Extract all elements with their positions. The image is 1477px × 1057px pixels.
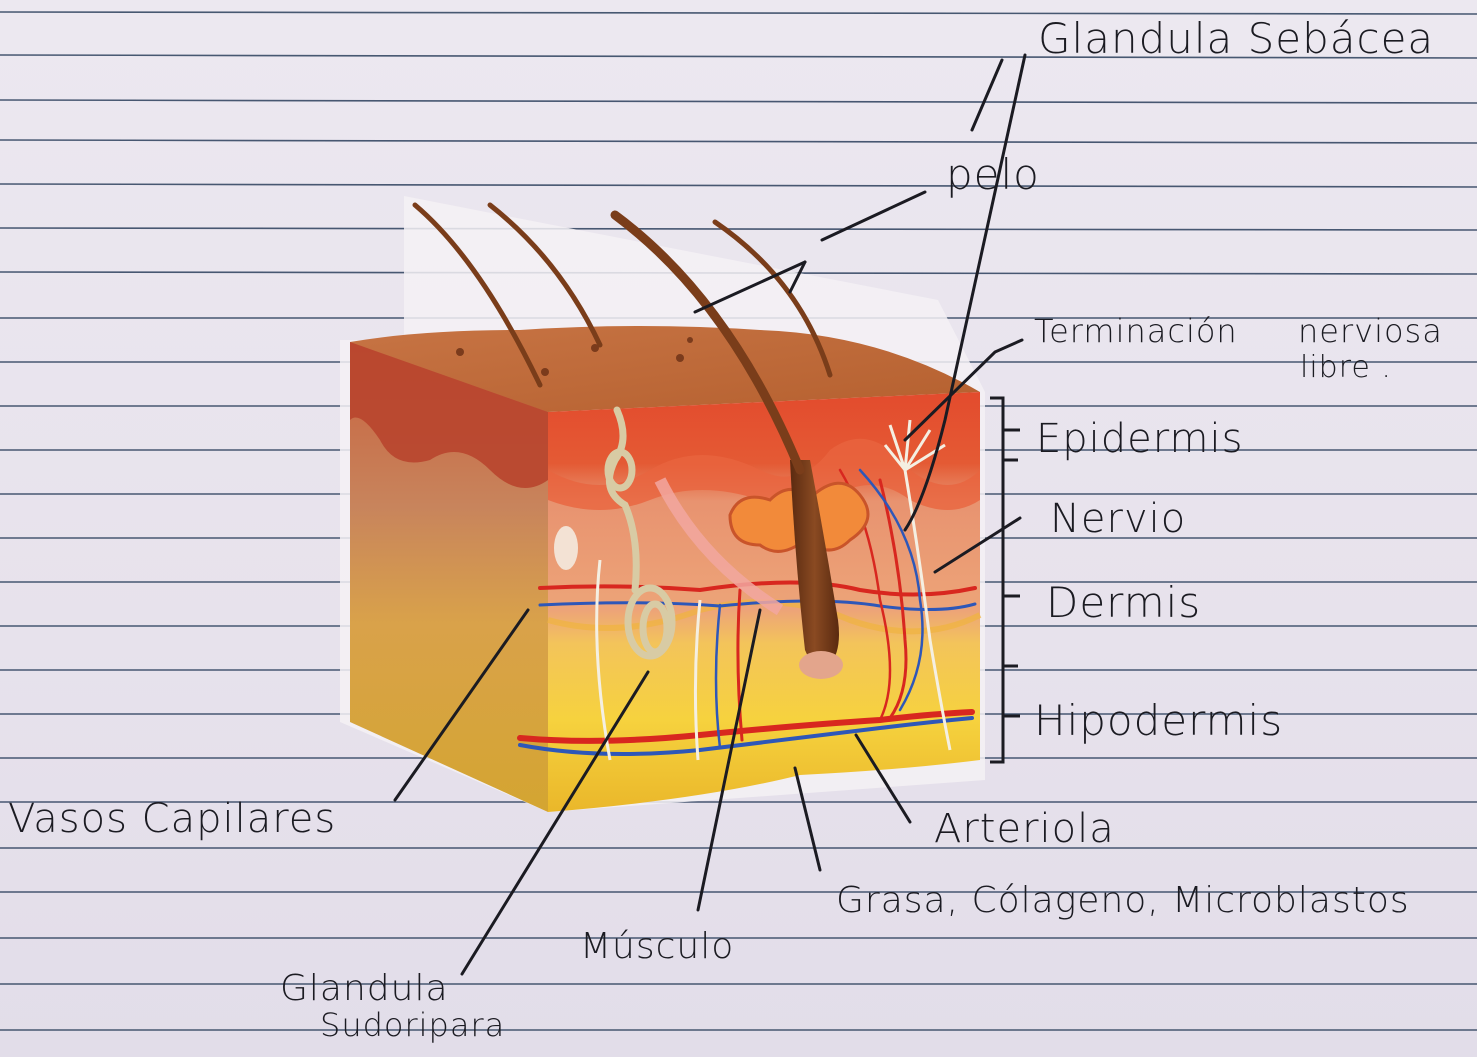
label-musculo: Músculo bbox=[580, 926, 734, 967]
label-vasos-capilares: Vasos Capilares bbox=[8, 796, 336, 842]
label-terminacion: Terminación bbox=[1034, 312, 1238, 350]
leader-pelo-1 bbox=[822, 192, 925, 240]
label-glandula-sudoripara-2: Sudoripara bbox=[320, 1006, 505, 1044]
hair-bulb bbox=[799, 651, 843, 679]
label-hipodermis: Hipodermis bbox=[1034, 696, 1283, 745]
label-nervio: Nervio bbox=[1050, 496, 1186, 542]
layer-bracket bbox=[990, 398, 1020, 762]
side-highlight bbox=[554, 526, 578, 570]
label-arteriola: Arteriola bbox=[934, 806, 1115, 852]
label-epidermis: Epidermis bbox=[1036, 416, 1243, 462]
label-nerviosa: nerviosa bbox=[1298, 312, 1443, 350]
label-glandula-sudoripara-1: Glandula bbox=[280, 968, 449, 1009]
leader-sebacea-short bbox=[972, 60, 1002, 130]
label-pelo: pelo bbox=[946, 150, 1040, 199]
label-dermis: Dermis bbox=[1046, 578, 1201, 627]
label-grasa-colageno: Grasa, Cólageno, Microblastos bbox=[836, 880, 1410, 921]
label-glandula-sebacea: Glandula Sebácea bbox=[1038, 14, 1434, 63]
label-libre: libre . bbox=[1300, 350, 1392, 385]
